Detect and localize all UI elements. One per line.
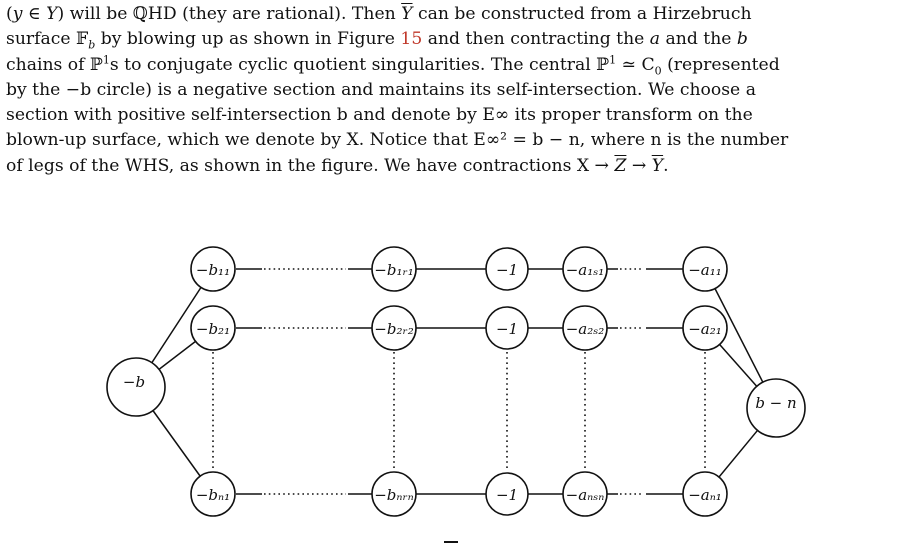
svg-text:−a₁ₛ₁: −a₁ₛ₁	[566, 261, 605, 279]
node-r3-an1: −aₙ₁	[682, 471, 728, 517]
svg-text:b − n: b − n	[755, 394, 796, 412]
node-b-minus-n: b − n	[746, 378, 806, 438]
node-r1-a1s1: −a₁ₛ₁	[562, 246, 608, 292]
svg-text:−bₙᵣₙ: −bₙᵣₙ	[374, 486, 414, 504]
body-paragraph: (y ∈ Y) will be ℚHD (they are rational).…	[6, 4, 789, 176]
node-r2-minus-1: −1	[485, 306, 529, 350]
node-r1-minus-1: −1	[485, 247, 529, 291]
svg-text:−1: −1	[496, 261, 518, 279]
svg-text:−b₂ᵣ₂: −b₂ᵣ₂	[374, 320, 413, 338]
node-r2-a21: −a₂₁	[682, 305, 728, 351]
svg-text:−a₂ₛ₂: −a₂ₛ₂	[566, 320, 605, 338]
node-r2-b2r2: −b₂ᵣ₂	[371, 305, 417, 351]
svg-text:−1: −1	[496, 486, 518, 504]
node-r3-bn1: −bₙ₁	[190, 471, 236, 517]
svg-text:−a₂₁: −a₂₁	[688, 320, 722, 338]
caption-overline-fragment	[444, 541, 458, 543]
node-r3-minus-1: −1	[485, 472, 529, 516]
svg-text:−aₙₛₙ: −aₙₛₙ	[566, 486, 605, 504]
svg-text:−aₙ₁: −aₙ₁	[688, 486, 722, 504]
svg-text:−b₂₁: −b₂₁	[196, 320, 230, 338]
node-r3-bnrn: −bₙᵣₙ	[371, 471, 417, 517]
node-r1-b11: −b₁₁	[190, 246, 236, 292]
svg-text:−b: −b	[123, 373, 145, 391]
svg-text:−bₙ₁: −bₙ₁	[196, 486, 230, 504]
svg-text:−b₁ᵣ₁: −b₁ᵣ₁	[374, 261, 413, 279]
figure-ref-link[interactable]: 15	[400, 29, 423, 50]
node-r3-ansn: −aₙₛₙ	[562, 471, 608, 517]
svg-text:−1: −1	[496, 320, 518, 338]
svg-text:−b₁₁: −b₁₁	[196, 261, 230, 279]
node-r2-a2s2: −a₂ₛ₂	[562, 305, 608, 351]
node-r1-a11: −a₁₁	[682, 246, 728, 292]
node-r1-b1r1: −b₁ᵣ₁	[371, 246, 417, 292]
node-minus-b: −b	[106, 357, 166, 417]
node-r2-b21: −b₂₁	[190, 305, 236, 351]
svg-text:−a₁₁: −a₁₁	[688, 261, 722, 279]
